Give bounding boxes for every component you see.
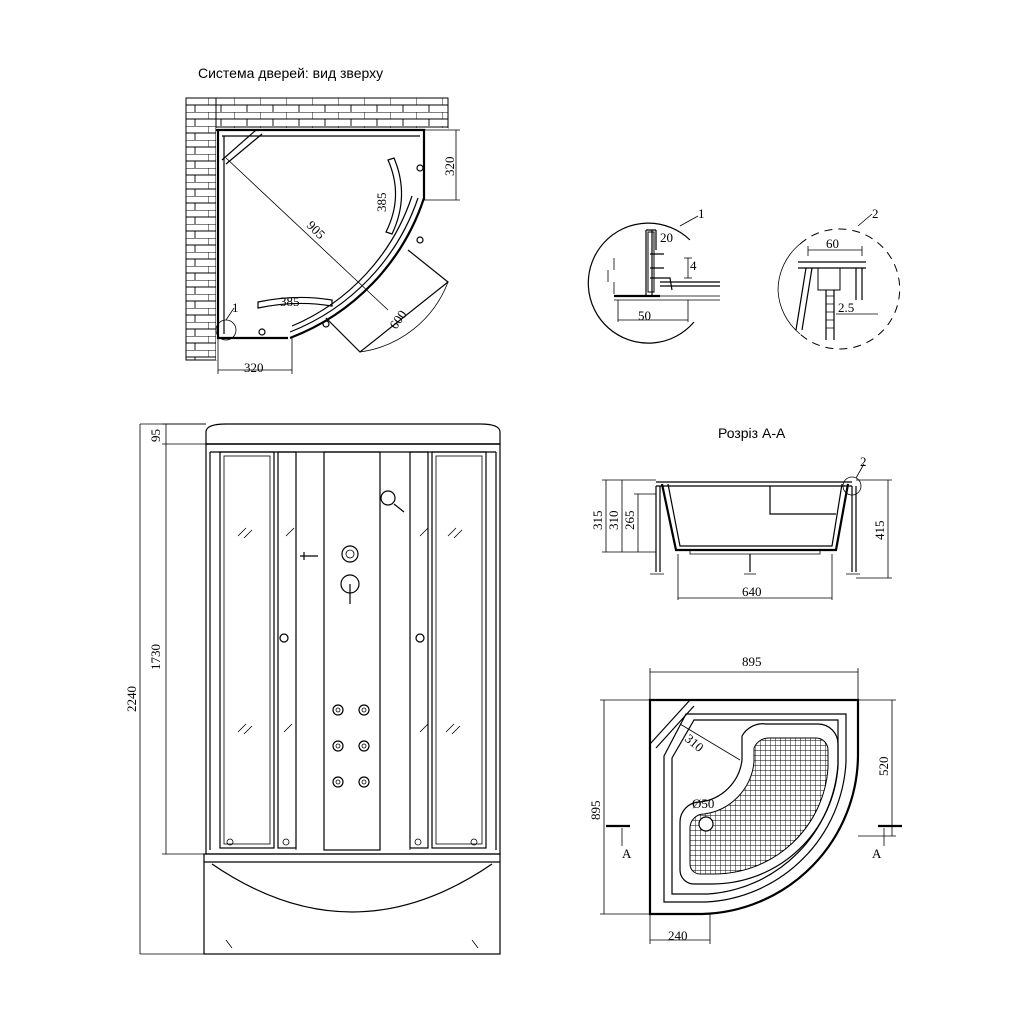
leg-right: [851, 486, 857, 572]
detail-2-dim-top: 60: [826, 236, 839, 251]
tray-outline: [648, 698, 860, 916]
tray-rim: [663, 713, 847, 903]
leg-left: [655, 486, 661, 572]
front-dim-mid: 1730: [148, 644, 163, 670]
detail-2-outline: [799, 228, 901, 350]
dim-arc-right: 385: [374, 193, 389, 213]
detail-2: 60 2.5 2: [777, 206, 901, 350]
front-roof: [205, 423, 501, 445]
door-swing: [325, 249, 449, 353]
section-mark-left: A: [622, 846, 632, 861]
right-handle-icon: [415, 633, 425, 643]
front-frame: [205, 443, 501, 855]
drain-icon: [698, 816, 714, 832]
control-knob-icon: [341, 545, 359, 563]
detail-2-wall: [795, 267, 813, 331]
top-view: Система дверей: вид зверху 905 385 385: [185, 65, 460, 375]
detail-1-dim-top: 20: [660, 230, 673, 245]
tray-apron-curve: [211, 863, 493, 913]
section-callout: 2: [860, 454, 867, 469]
section-dim-415: 415: [872, 521, 887, 541]
tray-dim-left: 895: [588, 801, 603, 821]
tray-dim-drain: Ø50: [692, 796, 714, 811]
top-view-title: Система дверей: вид зверху: [198, 65, 383, 81]
section-dim-315: 315: [590, 511, 605, 531]
front-right-panel: [409, 451, 429, 849]
detail-1-dim-bottom: 50: [638, 308, 651, 323]
section-dim-640: 640: [742, 584, 762, 599]
tray-dim-right: 520: [876, 757, 891, 777]
front-dim-total: 2240: [124, 686, 139, 712]
detail-1-dim-side: 4: [690, 258, 697, 273]
corner-chamfer: [221, 129, 257, 161]
left-handle-icon: [279, 633, 289, 643]
front-dim-top: 95: [148, 429, 163, 442]
front-right-door: [431, 451, 487, 849]
handle-arc-bottom: [257, 296, 333, 309]
callout-1: 1: [232, 300, 239, 315]
front-tray: [203, 853, 501, 955]
section-mark-right: A: [872, 846, 882, 861]
section-callout-circle: [842, 476, 862, 496]
tray-dim-top: 895: [742, 654, 762, 669]
section-seat: [769, 486, 836, 515]
brick-wall-left: [185, 97, 217, 361]
detail-1-callout: 1: [698, 206, 705, 221]
handle-arc-right: [385, 157, 403, 235]
shelf-icon: [300, 552, 318, 560]
brick-wall-top: [185, 97, 449, 129]
tray-basin-edge: [679, 723, 839, 885]
front-view: 95 1730 2240: [124, 423, 501, 955]
massage-jets: [332, 704, 370, 788]
dim-arc-bottom: 385: [280, 294, 300, 309]
tray-dim-bottom: 240: [668, 928, 688, 943]
dim-bottom: 320: [244, 360, 264, 375]
shower-head-icon: [380, 490, 396, 506]
detail-2-callout: 2: [872, 206, 879, 221]
tray-plan: Ø50 310 895 895 520 240 A A: [588, 654, 902, 944]
section-view: Розріз А-А 2 315 310 265 415 640: [590, 425, 892, 600]
section-dim-265: 265: [622, 511, 637, 531]
detail-2-dim-side: 2.5: [838, 300, 854, 315]
tray-chamfer: [649, 699, 691, 745]
front-left-panel: [277, 451, 297, 849]
section-title: Розріз А-А: [718, 425, 786, 441]
front-left-door: [219, 451, 275, 849]
door-arc-outer: [289, 197, 426, 340]
section-dim-310: 310: [606, 511, 621, 531]
tray-non-slip-mesh: [689, 737, 829, 875]
section-tray-profile: [660, 483, 850, 552]
dim-right: 320: [442, 157, 457, 177]
detail-1: 4 20 50 1: [587, 206, 720, 344]
central-panel: [323, 451, 381, 851]
detail-1-outline: [587, 222, 695, 344]
